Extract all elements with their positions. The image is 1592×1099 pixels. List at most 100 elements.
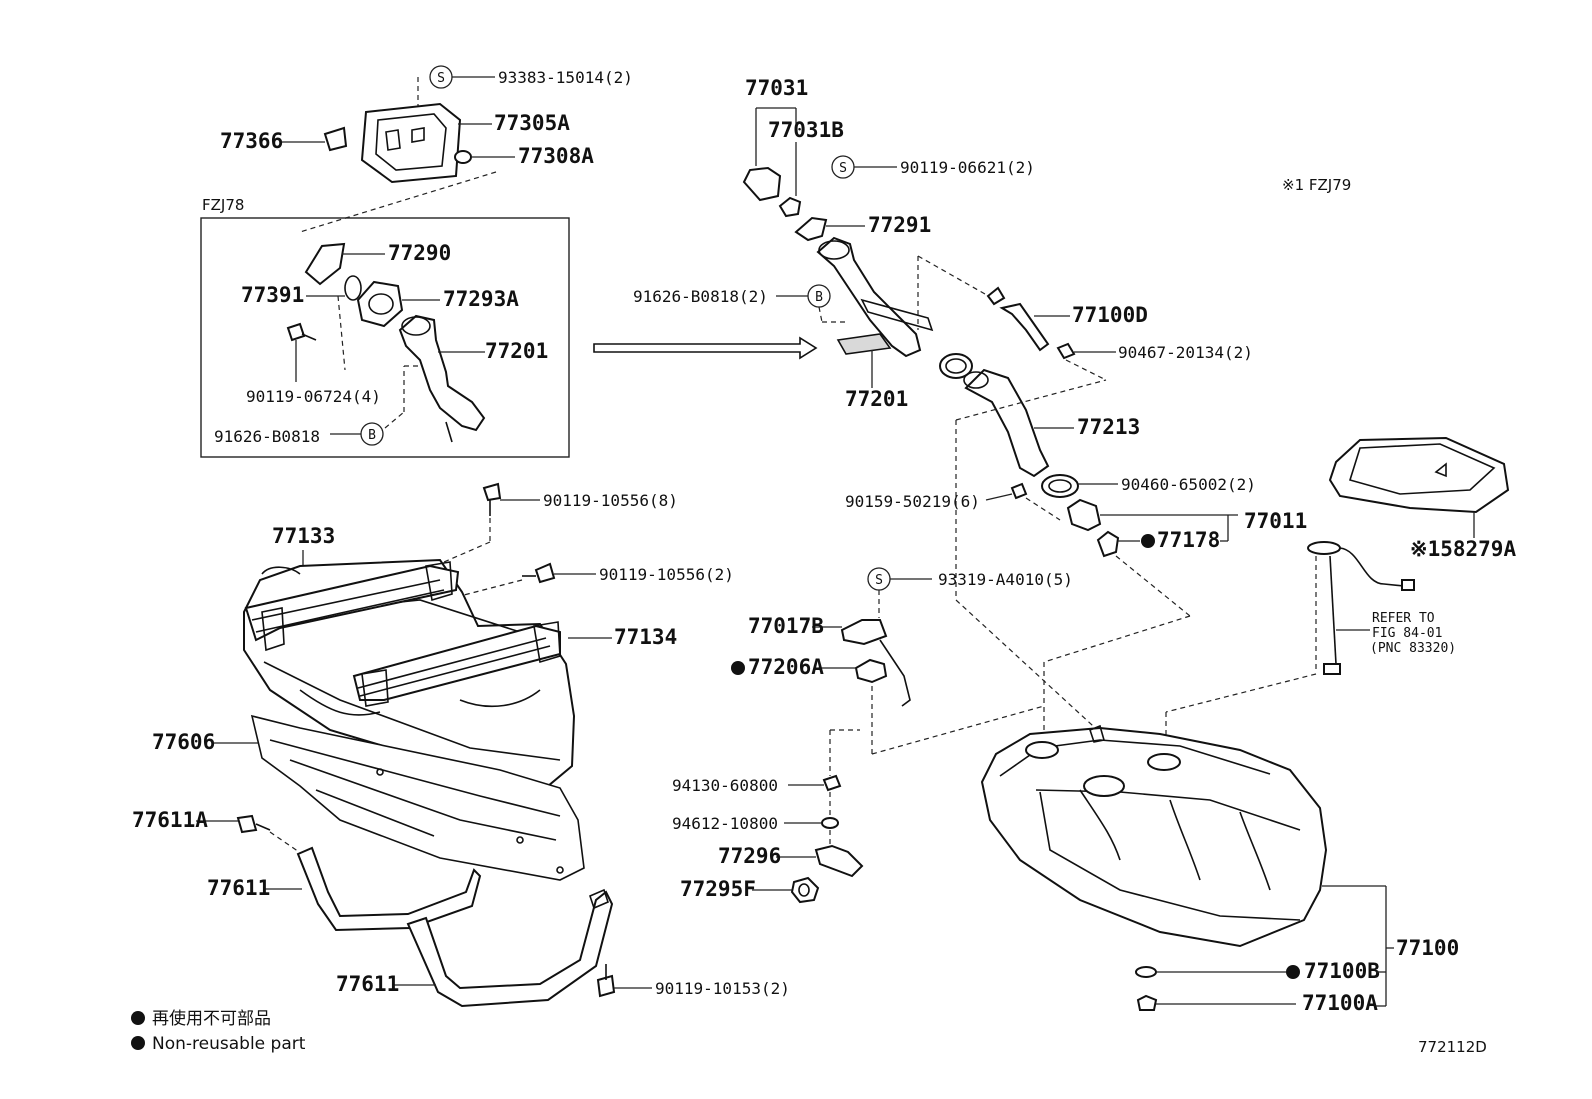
hose-clamp (939, 353, 973, 379)
cap-gasket (778, 196, 802, 218)
filler-hose (964, 368, 1050, 478)
label-77391: 77391 (241, 283, 304, 307)
label-91626-B0818: 91626-B0818 (214, 427, 320, 446)
fuel-tank-protector-group: ※158279A (1328, 436, 1516, 561)
label-77305A: 77305A (494, 111, 570, 135)
pipe-bracket (836, 333, 892, 355)
tank-with-bands-group: 90119-10556(8) 77133 90119-10556(2) 7713… (132, 482, 790, 1008)
figure-code: 772112D (1418, 1038, 1487, 1056)
grommet-77295F (790, 876, 820, 904)
legend-en: Non-reusable part (152, 1034, 306, 1054)
tank-port-1 (1025, 741, 1059, 759)
label-90119-10556-2: 90119-10556(2) (599, 565, 734, 584)
label-77201-a: 77201 (485, 339, 548, 363)
label-77213: 77213 (1077, 415, 1140, 439)
label-94612-10800: 94612-10800 (672, 814, 778, 833)
label-90119-10556-8: 90119-10556(8) (543, 491, 678, 510)
label-77100A: 77100A (1302, 991, 1378, 1015)
hose-clip-2 (1056, 342, 1076, 360)
filler-neck-group: 77031 77031B 77291 S 90119-06621(2) 7720… (633, 76, 1307, 738)
label-77011: 77011 (1244, 509, 1307, 533)
fuel-lid-hinge (323, 126, 348, 152)
fzj78-inset: FZJ78 77290 77391 77293A 90119-06724(4) … (200, 196, 570, 458)
label-77611A: 77611A (132, 808, 208, 832)
tank-port-3 (1147, 753, 1181, 771)
label-77133: 77133 (272, 524, 335, 548)
tank-port-2 (1083, 775, 1125, 797)
legend-dot-icon-1 (131, 1011, 145, 1025)
label-77606: 77606 (152, 730, 215, 754)
clamp-77296 (814, 844, 864, 878)
label-refer-2: FIG 84-01 (1372, 626, 1442, 641)
nonreusable-dot-icon-3 (1286, 965, 1300, 979)
label-77031B: 77031B (768, 118, 844, 142)
s-mark-label-2: S (839, 161, 847, 176)
gauge-retainer (840, 619, 888, 646)
filler-neck-cover (794, 216, 828, 242)
gauge-gasket (854, 658, 888, 684)
label-77134: 77134 (614, 625, 677, 649)
label-90119-06621: 90119-06621(2) (900, 158, 1035, 177)
label-77295F: 77295F (680, 877, 756, 901)
hose-clamp-2 (1041, 474, 1079, 498)
bolt-icon (286, 322, 306, 342)
lid-bumper (454, 150, 472, 164)
label-77366: 77366 (220, 129, 283, 153)
label-77100B: 77100B (1304, 959, 1380, 983)
vent-valve (1066, 498, 1102, 532)
fuel-sender-group: REFER TO FIG 84-01 (PNC 83320) (1165, 541, 1456, 750)
label-refer-3: (PNC 83320) (1370, 641, 1456, 656)
label-90119-10153: 90119-10153(2) (655, 979, 790, 998)
fuel-cap (742, 166, 782, 202)
breather-hose (999, 302, 1050, 352)
s-mark-label-3: S (875, 573, 883, 588)
fuel-tank-77100-group: 77100 77100B 77100A (980, 724, 1459, 1015)
label-fzj79: ※1 FZJ79 (1282, 176, 1351, 194)
label-90159-50219: 90159-50219(6) (845, 492, 980, 511)
label-77308A: 77308A (518, 144, 594, 168)
filler-protector (356, 280, 404, 328)
hose-clip (986, 286, 1006, 306)
label-91626-B0818-2: 91626-B0818(2) (633, 287, 768, 306)
label-fzj78: FZJ78 (202, 196, 244, 214)
nonreusable-dot-icon (1141, 534, 1155, 548)
label-77100: 77100 (1396, 936, 1459, 960)
tank-plug-77100A (1136, 994, 1158, 1011)
label-58279A: ※158279A (1410, 537, 1516, 561)
filler-cap-cover (304, 242, 346, 286)
washer-icon (821, 817, 839, 829)
label-refer-1: REFER TO (1372, 611, 1435, 626)
bolt-icon-4 (236, 814, 258, 834)
tank-gasket-77100B (1135, 966, 1157, 978)
nonreusable-dot-icon-2 (731, 661, 745, 675)
label-90467-20134: 90467-20134(2) (1118, 343, 1253, 362)
tank-strap-2 (406, 890, 614, 1008)
legend-jp: 再使用不可部品 (152, 1008, 271, 1029)
fuel-lid-group: S 93383-15014(2) 77305A 77366 77308A (220, 65, 633, 233)
label-90460-65002: 90460-65002(2) (1121, 475, 1256, 494)
label-94130-60800: 94130-60800 (672, 776, 778, 795)
bolt-icon-2 (482, 482, 502, 502)
legend: 再使用不可部品 Non-reusable part (131, 1008, 306, 1054)
filler-gasket (344, 275, 362, 301)
label-77291: 77291 (868, 213, 931, 237)
label-77178: 77178 (1157, 528, 1220, 552)
b-mark-label-2: B (815, 290, 823, 305)
label-93319-A4010: 93319-A4010(5) (938, 570, 1073, 589)
label-77611-a: 77611 (207, 876, 270, 900)
label-77031: 77031 (745, 76, 808, 100)
label-77611-b: 77611 (336, 972, 399, 996)
bolt-icon-3 (534, 562, 556, 584)
filler-pipe (816, 236, 922, 358)
valve-gasket (1096, 530, 1120, 558)
legend-dot-icon-2 (131, 1036, 145, 1050)
label-93383-15014: 93383-15014(2) (498, 68, 633, 87)
label-90119-06724: 90119-06724(4) (246, 387, 381, 406)
bolt-icon-5 (596, 974, 616, 998)
fuel-tank-77100 (980, 726, 1328, 948)
nut-icon (822, 774, 842, 792)
label-77293A: 77293A (443, 287, 519, 311)
label-77206A: 77206A (748, 655, 824, 679)
tank-strap-1 (296, 846, 482, 932)
